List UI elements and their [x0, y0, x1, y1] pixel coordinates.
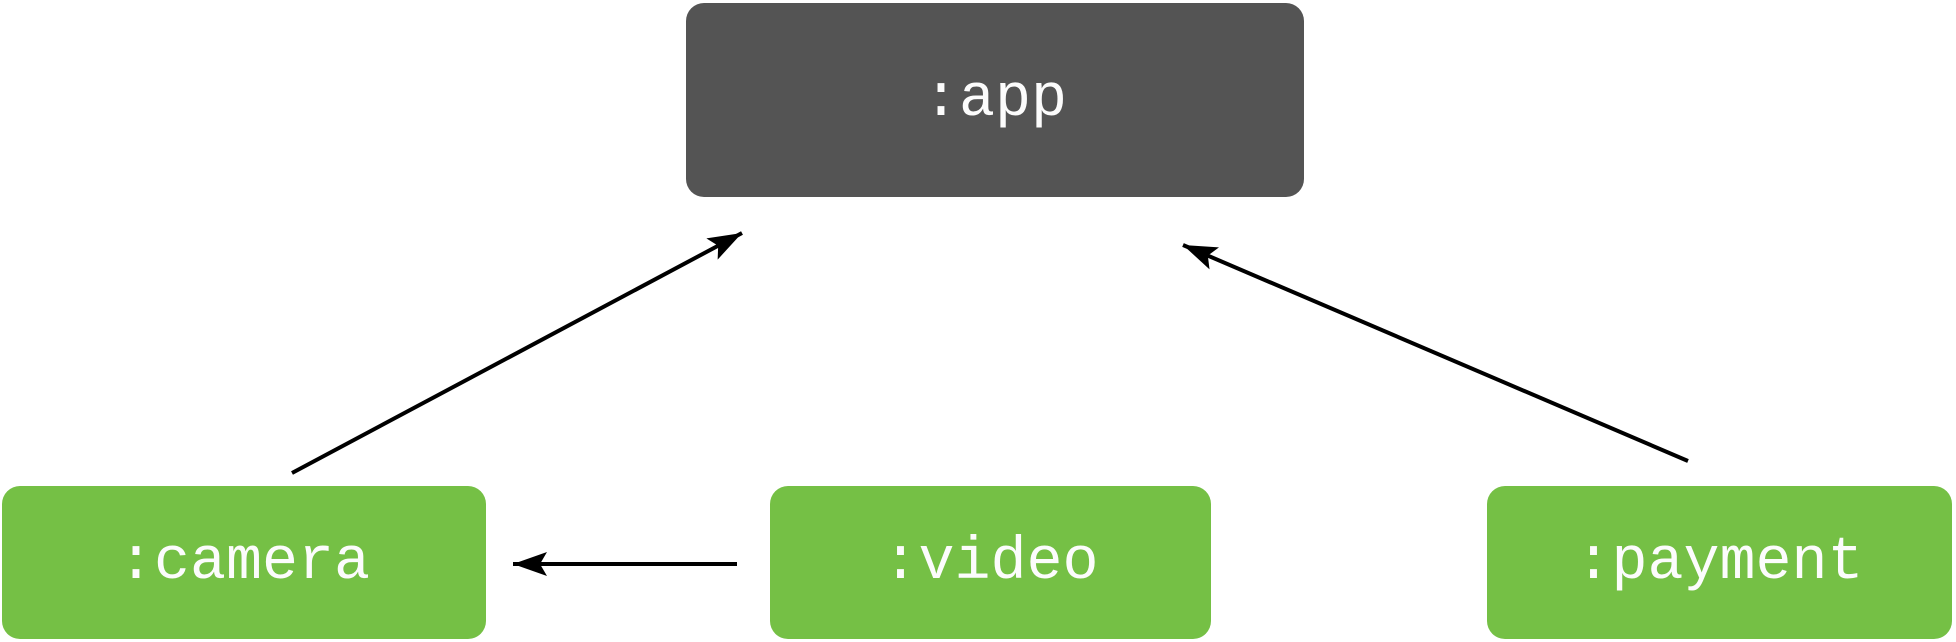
node-camera: :camera [2, 486, 486, 639]
node-app-label: :app [922, 66, 1068, 134]
node-app: :app [686, 3, 1304, 197]
node-camera-label: :camera [117, 528, 371, 597]
node-payment: :payment [1487, 486, 1952, 639]
node-payment-label: :payment [1575, 528, 1864, 597]
node-video-label: :video [882, 528, 1099, 597]
edge-payment-to-app [1182, 243, 1689, 463]
edge-camera-to-app [291, 231, 743, 475]
node-video: :video [770, 486, 1211, 639]
